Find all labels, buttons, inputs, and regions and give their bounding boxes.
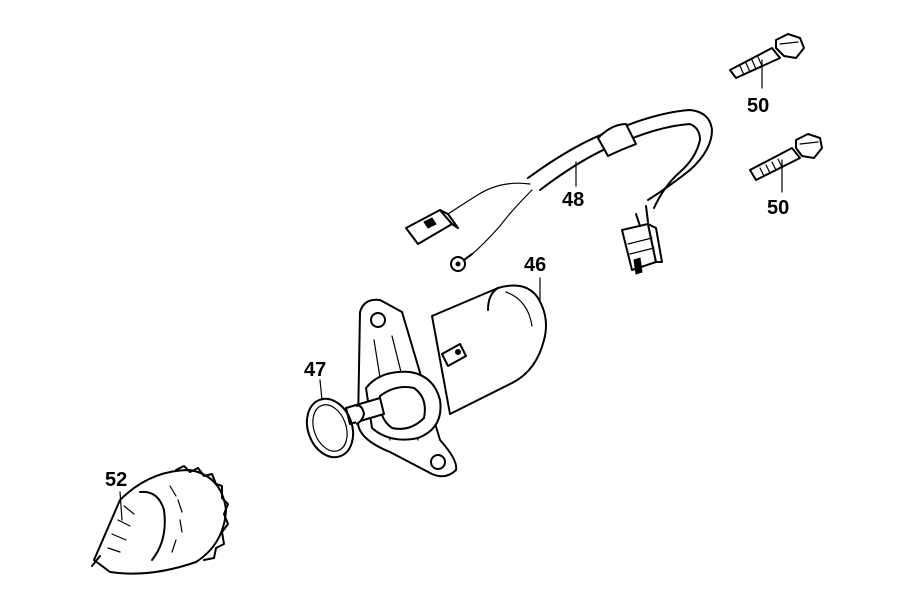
o-ring bbox=[305, 397, 355, 459]
callout-48: 48 bbox=[562, 189, 585, 211]
bolt-part bbox=[749, 133, 823, 181]
starter-drive bbox=[91, 465, 229, 575]
callout-47: 47 bbox=[304, 359, 327, 381]
callout-50-lower: 50 bbox=[767, 197, 790, 219]
leader-lines bbox=[119, 59, 783, 521]
callout-50-top: 50 bbox=[747, 95, 770, 117]
starter-motor bbox=[345, 284, 547, 478]
wiring-harness bbox=[405, 109, 713, 275]
callout-46: 46 bbox=[524, 254, 547, 276]
bolt-part bbox=[729, 33, 805, 79]
callout-52: 52 bbox=[105, 469, 128, 491]
